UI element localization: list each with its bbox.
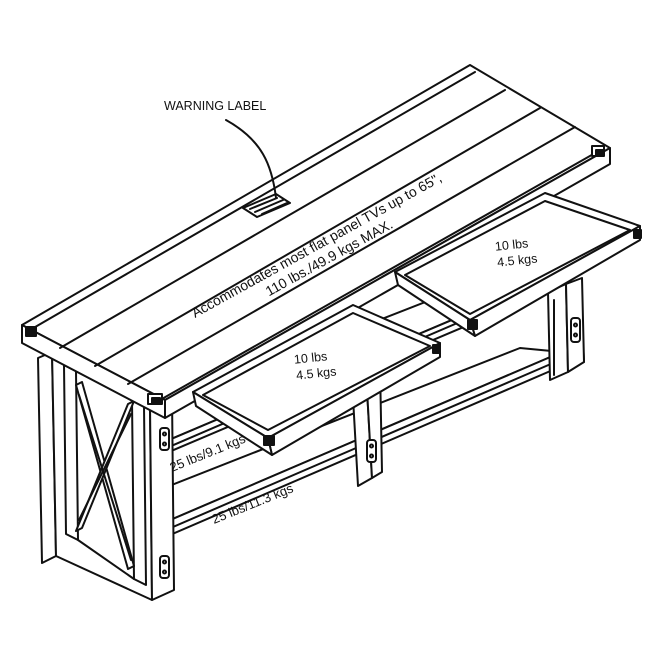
- left-upper-bracket: [159, 427, 170, 451]
- warning-label-text: WARNING LABEL: [164, 99, 266, 113]
- left-lower-bracket: [159, 555, 170, 579]
- left-drawer: [192, 304, 441, 456]
- right-drawer: [394, 192, 642, 337]
- warning-leader-line: [225, 119, 277, 199]
- right-drawer-capacity: 10 lbs 4.5 kgs: [494, 236, 538, 269]
- warning-label-patch: [242, 193, 291, 218]
- right-drawer-capacity-kgs: 4.5 kgs: [496, 251, 538, 269]
- left-drawer-capacity: 10 lbs 4.5 kgs: [293, 349, 337, 382]
- right-drawer-capacity-lbs: 10 lbs: [494, 236, 529, 253]
- left-drawer-capacity-lbs: 10 lbs: [293, 349, 328, 366]
- left-end-frame: [37, 351, 175, 601]
- left-drawer-capacity-kgs: 4.5 kgs: [295, 364, 337, 382]
- right-leg-bracket: [570, 317, 581, 343]
